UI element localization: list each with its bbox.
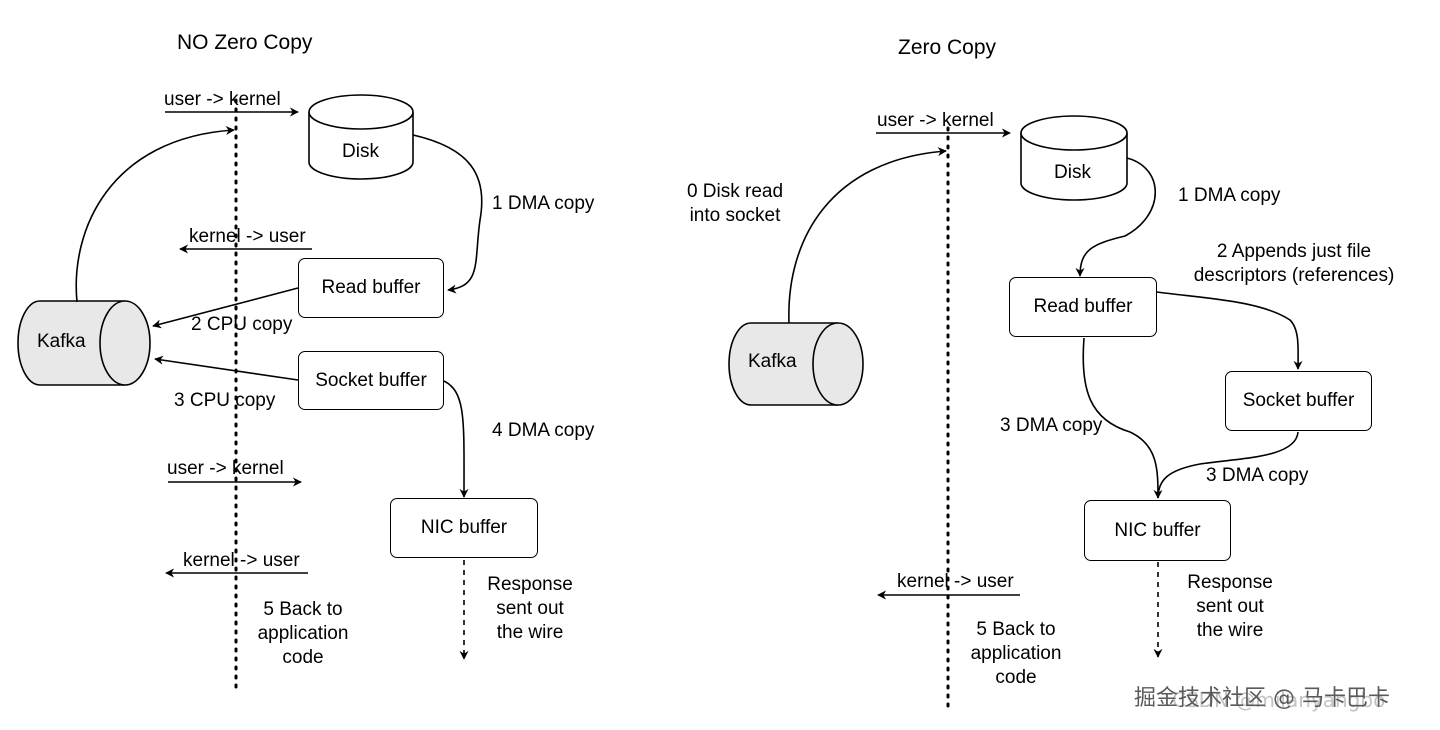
left-step4-label: 4 DMA copy bbox=[492, 420, 595, 441]
left-disk-cylinder bbox=[308, 94, 414, 180]
right-step0-label: 0 Disk read into socket bbox=[670, 180, 800, 228]
left-nic-buffer-label: NIC buffer bbox=[420, 517, 508, 538]
right-label-user-kernel-top: user -> kernel bbox=[877, 110, 994, 131]
left-socket-buffer-box: Socket buffer bbox=[298, 351, 444, 410]
right-step5-line-2: application bbox=[970, 643, 1062, 664]
left-response-line-3: the wire bbox=[496, 622, 564, 643]
right-step1-label: 1 DMA copy bbox=[1178, 185, 1281, 206]
left-read-buffer-label: Read buffer bbox=[321, 277, 421, 298]
right-step5-line-3: code bbox=[995, 667, 1037, 688]
right-kafka-label: Kafka bbox=[748, 351, 797, 372]
right-step2-line-2: descriptors (references) bbox=[1193, 265, 1395, 286]
right-arrow-read-to-socket bbox=[1156, 291, 1303, 370]
watermark-main: 掘金技术社区 @ 马卡巴卡 bbox=[1134, 686, 1390, 711]
left-response-line-1: Response bbox=[487, 574, 573, 595]
right-response-line-2: sent out bbox=[1196, 596, 1264, 617]
left-step5-line-3: code bbox=[282, 647, 324, 668]
left-kafka-cylinder bbox=[17, 300, 151, 386]
right-step2-label: 2 Appends just file descriptors (referen… bbox=[1180, 240, 1408, 288]
right-response-line-3: the wire bbox=[1196, 620, 1264, 641]
left-nic-buffer-box: NIC buffer bbox=[390, 498, 538, 558]
left-kafka-label: Kafka bbox=[37, 331, 86, 352]
right-kafka-cylinder bbox=[728, 322, 864, 406]
right-arrow-kafka-to-kernel bbox=[788, 147, 947, 324]
right-step3b-label: 3 DMA copy bbox=[1206, 465, 1309, 486]
left-arrow-kafka-to-kernel bbox=[75, 126, 235, 303]
left-step3-label: 3 CPU copy bbox=[174, 390, 276, 411]
right-label-kernel-user-bottom: kernel -> user bbox=[897, 571, 1014, 592]
right-disk-cylinder bbox=[1020, 115, 1128, 201]
left-disk-label: Disk bbox=[342, 141, 379, 162]
left-title: NO Zero Copy bbox=[177, 31, 313, 54]
right-arrow-read-to-nic bbox=[1082, 337, 1163, 499]
watermark-sub: CSDN @milanyangbo bbox=[1172, 688, 1386, 712]
left-step5-line-2: application bbox=[257, 623, 349, 644]
right-nic-buffer-label: NIC buffer bbox=[1114, 519, 1201, 541]
left-label-kernel-user-mid: kernel -> user bbox=[189, 226, 306, 247]
left-step2-label: 2 CPU copy bbox=[191, 314, 293, 335]
left-step1-label: 1 DMA copy bbox=[492, 193, 595, 214]
right-socket-buffer-label: Socket buffer bbox=[1242, 390, 1355, 411]
right-response-line-1: Response bbox=[1187, 572, 1273, 593]
right-step0-line-1: 0 Disk read bbox=[686, 181, 784, 202]
left-socket-buffer-label: Socket buffer bbox=[315, 369, 427, 391]
left-label-kernel-user-bottom: kernel -> user bbox=[183, 550, 300, 571]
right-step3a-label: 3 DMA copy bbox=[1000, 415, 1103, 436]
left-read-buffer-box: Read buffer bbox=[298, 258, 444, 318]
right-step2-line-1: 2 Appends just file bbox=[1216, 241, 1372, 262]
right-step5-line-1: 5 Back to bbox=[976, 619, 1056, 640]
left-step5-label: 5 Back to application code bbox=[243, 598, 363, 670]
left-response-line-2: sent out bbox=[496, 598, 564, 619]
left-arrow-socket-to-kafka bbox=[154, 355, 299, 381]
right-arrow-socket-to-nic bbox=[1157, 431, 1299, 499]
right-read-buffer-box: Read buffer bbox=[1009, 277, 1157, 337]
right-socket-buffer-box: Socket buffer bbox=[1225, 371, 1372, 431]
right-nic-buffer-box: NIC buffer bbox=[1084, 500, 1231, 561]
left-response-label: Response sent out the wire bbox=[470, 573, 590, 645]
left-label-user-kernel-bottom: user -> kernel bbox=[167, 458, 284, 479]
right-disk-label: Disk bbox=[1054, 162, 1091, 183]
left-step5-line-1: 5 Back to bbox=[263, 599, 343, 620]
right-response-label: Response sent out the wire bbox=[1170, 571, 1290, 643]
right-title: Zero Copy bbox=[898, 36, 997, 59]
left-arrow-socket-to-nic bbox=[443, 380, 469, 498]
right-step0-line-2: into socket bbox=[689, 205, 781, 226]
left-label-user-kernel-top: user -> kernel bbox=[164, 89, 281, 110]
left-arrow-disk-to-read bbox=[412, 134, 483, 294]
right-read-buffer-label: Read buffer bbox=[1033, 296, 1133, 317]
right-step5-label: 5 Back to application code bbox=[956, 618, 1076, 690]
right-arrow-disk-to-read bbox=[1075, 157, 1157, 277]
left-arrow-read-to-kafka bbox=[152, 287, 299, 329]
